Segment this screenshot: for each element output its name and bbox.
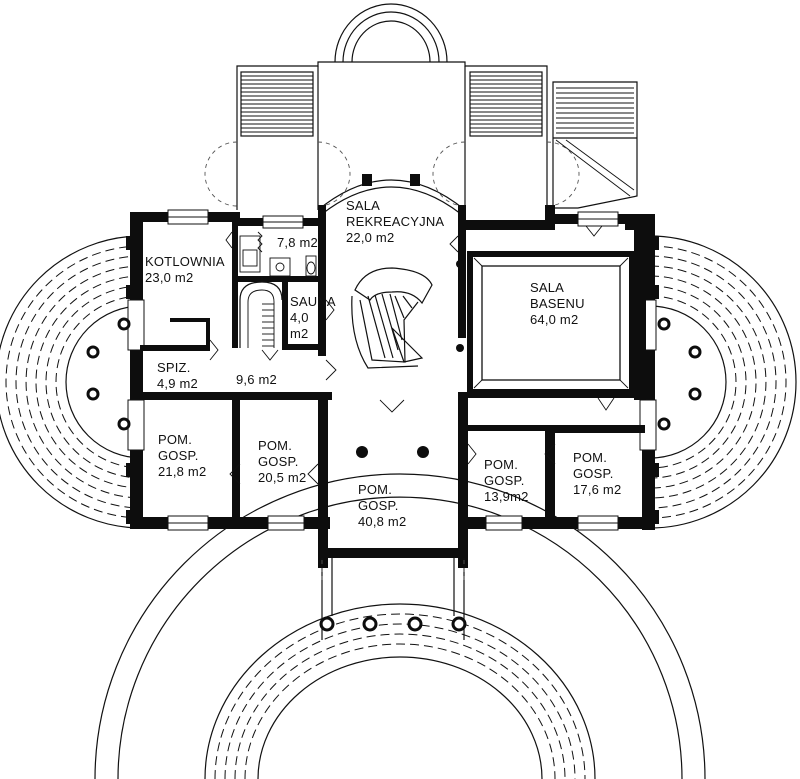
pool (467, 251, 635, 395)
label-wc: 7,8 m2 (277, 235, 318, 250)
left-terrace (0, 235, 143, 529)
label-spiz: SPIZ.4,9 m2 (157, 360, 198, 391)
wc-fixtures (239, 231, 317, 282)
portico (321, 558, 465, 640)
label-pom-gosp-2: POM.GOSP.20,5 m2 (258, 438, 306, 485)
outer-stair (552, 81, 638, 209)
columns (86, 174, 702, 632)
spiral-stair (351, 267, 433, 369)
label-pom-gosp-5: POM.GOSP.17,6 m2 (573, 450, 621, 497)
bottom-arcs (94, 473, 706, 779)
label-korytarz: 9,6 m2 (236, 372, 277, 387)
louvres (241, 75, 542, 133)
label-pom-gosp-3: POM.GOSP.40,8 m2 (358, 482, 406, 529)
right-terrace (649, 235, 797, 529)
top-dome (204, 3, 580, 210)
recreation-bay (317, 179, 466, 215)
label-pom-gosp-1: POM.GOSP.21,8 m2 (158, 432, 206, 479)
doors (209, 225, 615, 485)
interior-walls (140, 222, 648, 525)
label-pom-gosp-4: POM.GOSP.13,9m2 (484, 457, 529, 504)
small-stair (239, 281, 283, 361)
